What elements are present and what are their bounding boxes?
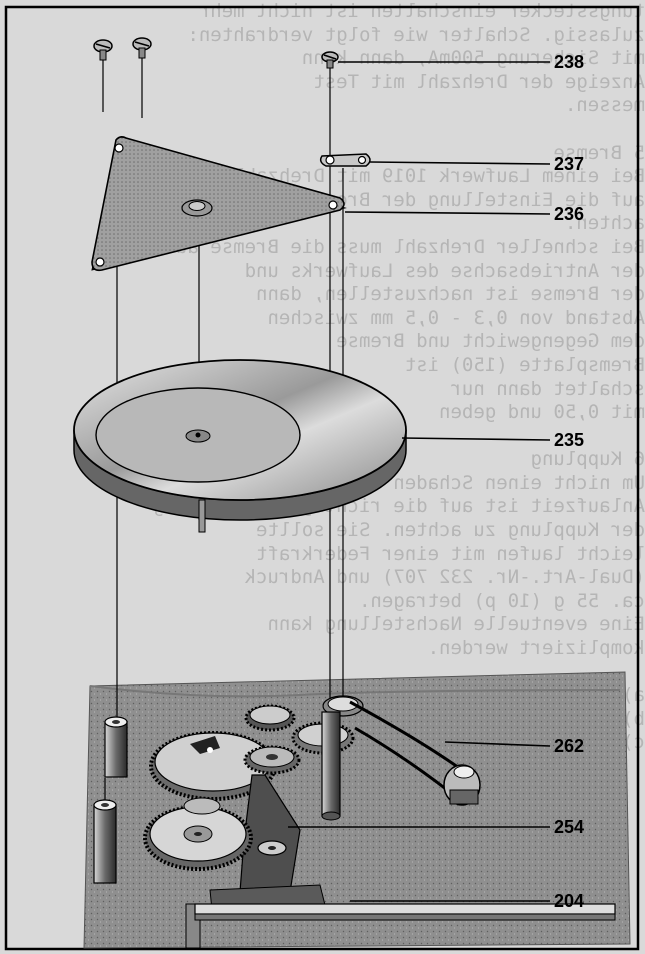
standoff-upper xyxy=(104,716,128,778)
callout-262: 262 xyxy=(554,736,584,756)
callout-237: 237 xyxy=(554,154,584,174)
triangle-plate-236 xyxy=(91,136,347,272)
callout-235: 235 xyxy=(554,430,584,450)
callout-254: 254 xyxy=(554,817,584,837)
idler-gear-stack xyxy=(243,704,301,775)
pulley-assembly-262 xyxy=(291,695,481,821)
bottom-bar-204 xyxy=(185,903,616,949)
callout-236: 236 xyxy=(554,204,584,224)
frame-border xyxy=(4,5,640,951)
small-pulley xyxy=(257,840,287,856)
standoff-lower xyxy=(93,799,117,884)
callout-204: 204 xyxy=(554,891,584,911)
drive-gear-lower xyxy=(143,797,253,871)
drive-gear-upper xyxy=(149,731,277,801)
link-plate-237 xyxy=(319,153,371,167)
turntable-platter-235 xyxy=(73,359,407,533)
screw-middle xyxy=(132,37,152,59)
callout-238: 238 xyxy=(554,52,584,72)
callout-leader-lines xyxy=(288,61,551,902)
screw-left xyxy=(93,39,113,61)
callout-labels: 238 237 236 235 262 254 204 xyxy=(554,52,584,911)
screw-238 xyxy=(321,51,339,69)
